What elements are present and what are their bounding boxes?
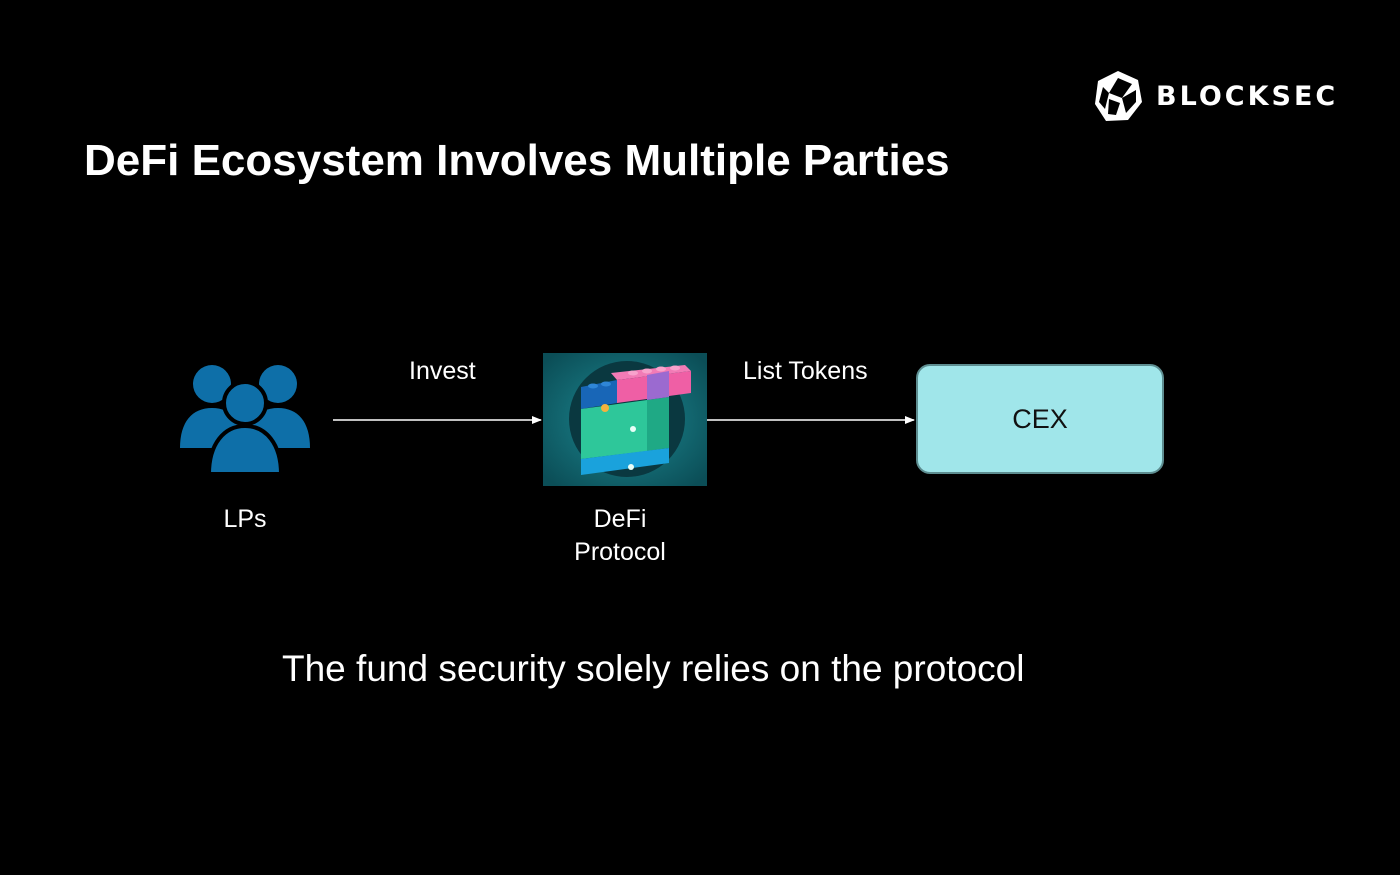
defi-protocol-label-line2: Protocol	[574, 538, 666, 566]
brand-logo: BLOCKSEC	[1092, 68, 1338, 124]
cex-label: CEX	[1012, 403, 1068, 434]
defi-protocol-image	[543, 353, 707, 486]
users-group-icon	[180, 365, 310, 476]
defi-protocol-label: DeFi Protocol	[540, 503, 700, 569]
list-tokens-edge-label: List Tokens	[743, 357, 868, 385]
slide-title: DeFi Ecosystem Involves Multiple Parties	[84, 136, 950, 185]
slide-caption: The fund security solely relies on the p…	[282, 648, 1025, 689]
cex-node: CEX	[916, 364, 1164, 474]
invest-edge-label: Invest	[409, 357, 476, 385]
lps-label: LPs	[223, 505, 267, 533]
brand-wordmark: BLOCKSEC	[1156, 80, 1339, 112]
blocksec-logo-icon	[1095, 71, 1142, 121]
defi-protocol-label-line1: DeFi	[593, 505, 647, 533]
